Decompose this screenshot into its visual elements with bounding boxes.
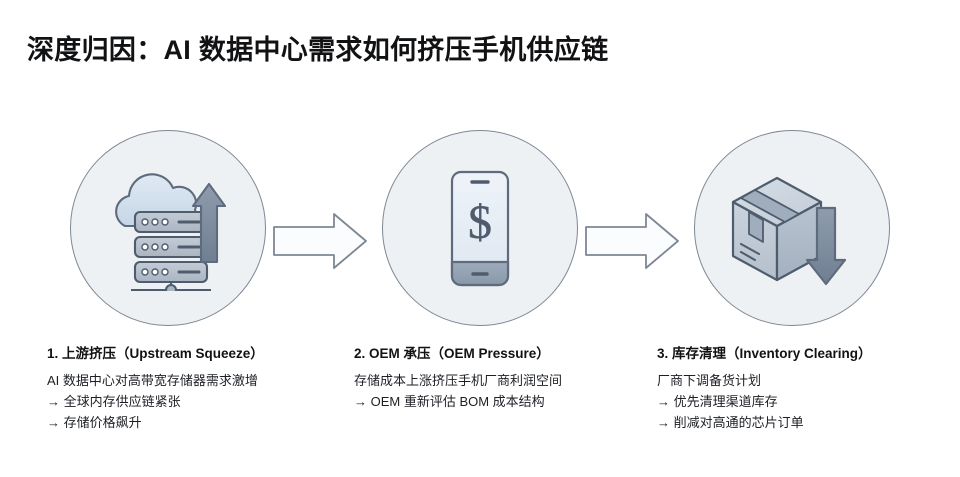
caption-row: 1. 上游挤压（Upstream Squeeze） AI 数据中心对高带宽存储器… bbox=[0, 346, 960, 471]
right-arrow-icon bbox=[273, 213, 367, 269]
flow-connector-2 bbox=[584, 210, 682, 272]
caption-line: → 存储价格飙升 bbox=[47, 414, 142, 430]
caption-heading-1: 1. 上游挤压（Upstream Squeeze） bbox=[47, 346, 264, 361]
flow-node-oem[interactable]: $ $ bbox=[382, 130, 578, 326]
caption-line: 厂商下调备货计划 bbox=[657, 372, 762, 388]
cloud-server-up-arrow-icon bbox=[71, 131, 265, 325]
svg-text:$: $ bbox=[468, 196, 492, 249]
caption-line: → 优先清理渠道库存 bbox=[657, 393, 778, 409]
flow-node-upstream[interactable] bbox=[70, 130, 266, 326]
caption-column-3: 3. 库存清理（Inventory Clearing） 厂商下调备货计划 → 优… bbox=[657, 346, 957, 433]
flow-node-inventory[interactable] bbox=[694, 130, 890, 326]
flow-diagram: $ $ bbox=[0, 118, 960, 338]
package-box-down-arrow-icon bbox=[695, 131, 889, 325]
caption-line: → OEM 重新评估 BOM 成本结构 bbox=[354, 393, 545, 409]
caption-heading-2: 2. OEM 承压（OEM Pressure） bbox=[354, 346, 550, 361]
caption-line: → 削减对高通的芯片订单 bbox=[657, 414, 804, 430]
page-title: 深度归因：AI 数据中心需求如何挤压手机供应链 bbox=[27, 35, 609, 65]
svg-text:$: $ bbox=[468, 196, 492, 249]
flow-connector-1 bbox=[272, 210, 370, 272]
right-arrow-icon bbox=[585, 213, 679, 269]
caption-line: 存储成本上涨挤压手机厂商利润空间 bbox=[354, 372, 563, 388]
caption-column-1: 1. 上游挤压（Upstream Squeeze） AI 数据中心对高带宽存储器… bbox=[47, 346, 347, 433]
smartphone-dollar-icon: $ $ bbox=[383, 131, 577, 325]
caption-column-2: 2. OEM 承压（OEM Pressure） 存储成本上涨挤压手机厂商利润空间… bbox=[354, 346, 654, 412]
caption-line: AI 数据中心对高带宽存储器需求激增 bbox=[47, 372, 258, 388]
caption-heading-3: 3. 库存清理（Inventory Clearing） bbox=[657, 346, 872, 361]
caption-line: → 全球内存供应链紧张 bbox=[47, 393, 181, 409]
